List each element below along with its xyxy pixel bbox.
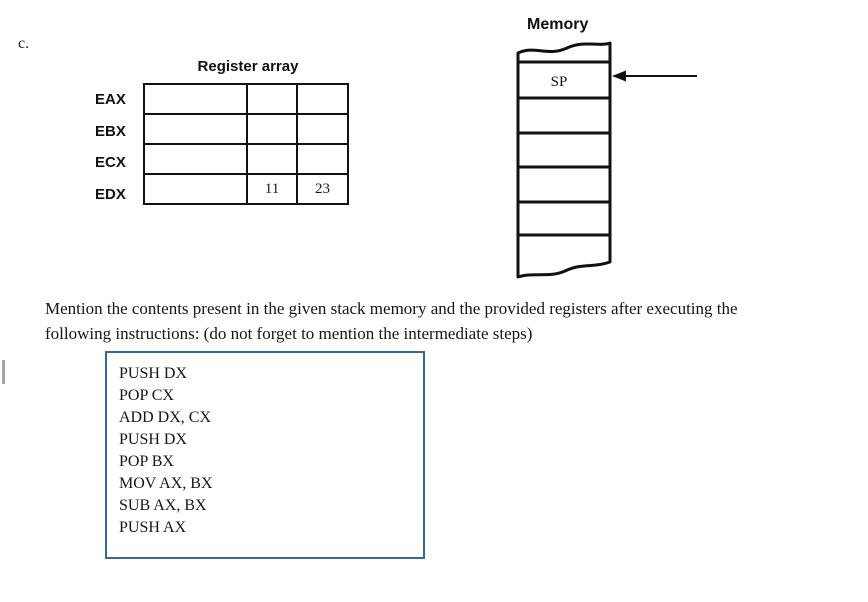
- sp-pointer-arrow-icon: [612, 70, 697, 82]
- instruction-line: MOV AX, BX: [119, 475, 213, 492]
- ecx-cell-wide: [143, 143, 248, 175]
- register-label-ebx: EBX: [95, 123, 126, 140]
- instruction-line: SUB AX, BX: [119, 497, 207, 514]
- eax-cell-mid: [246, 83, 298, 115]
- text-cursor-bar: [2, 360, 5, 384]
- instruction-line: ADD DX, CX: [119, 409, 211, 426]
- ebx-cell-wide: [143, 113, 248, 145]
- register-array-title: Register array: [197, 58, 299, 75]
- memory-stack-outline: [516, 41, 612, 279]
- ecx-cell-right: [296, 143, 349, 175]
- memory-row-lines: [518, 60, 610, 237]
- register-row-ebx: [143, 113, 349, 145]
- register-row-ecx: [143, 143, 349, 175]
- edx-cell-mid: 11: [246, 173, 298, 205]
- question-line-1: Mention the contents present in the give…: [45, 299, 738, 318]
- register-row-eax: [143, 83, 349, 115]
- instruction-line: POP CX: [119, 387, 174, 404]
- ebx-cell-right: [296, 113, 349, 145]
- question-line-2: following instructions: (do not forget t…: [45, 324, 533, 343]
- memory-stack-diagram: SP: [516, 41, 697, 279]
- edx-cell-right: 23: [296, 173, 349, 205]
- edx-cell-wide: [143, 173, 248, 205]
- part-label: c.: [18, 35, 30, 52]
- sp-label: SP: [551, 74, 568, 90]
- memory-title: Memory: [527, 16, 589, 33]
- instruction-line: POP BX: [119, 453, 174, 470]
- instruction-line: PUSH DX: [119, 365, 188, 382]
- instruction-line: PUSH DX: [119, 431, 188, 448]
- register-label-edx: EDX: [95, 186, 126, 203]
- ebx-cell-mid: [246, 113, 298, 145]
- register-array-table: 11 23: [143, 83, 349, 205]
- eax-cell-wide: [143, 83, 248, 115]
- question-paragraph: Mention the contents present in the give…: [45, 296, 845, 346]
- register-label-ecx: ECX: [95, 154, 126, 171]
- instruction-box: PUSH DX POP CX ADD DX, CX PUSH DX POP BX…: [105, 351, 425, 559]
- ecx-cell-mid: [246, 143, 298, 175]
- register-label-eax: EAX: [95, 91, 126, 108]
- register-row-edx: 11 23: [143, 173, 349, 205]
- eax-cell-right: [296, 83, 349, 115]
- instruction-line: PUSH AX: [119, 519, 187, 536]
